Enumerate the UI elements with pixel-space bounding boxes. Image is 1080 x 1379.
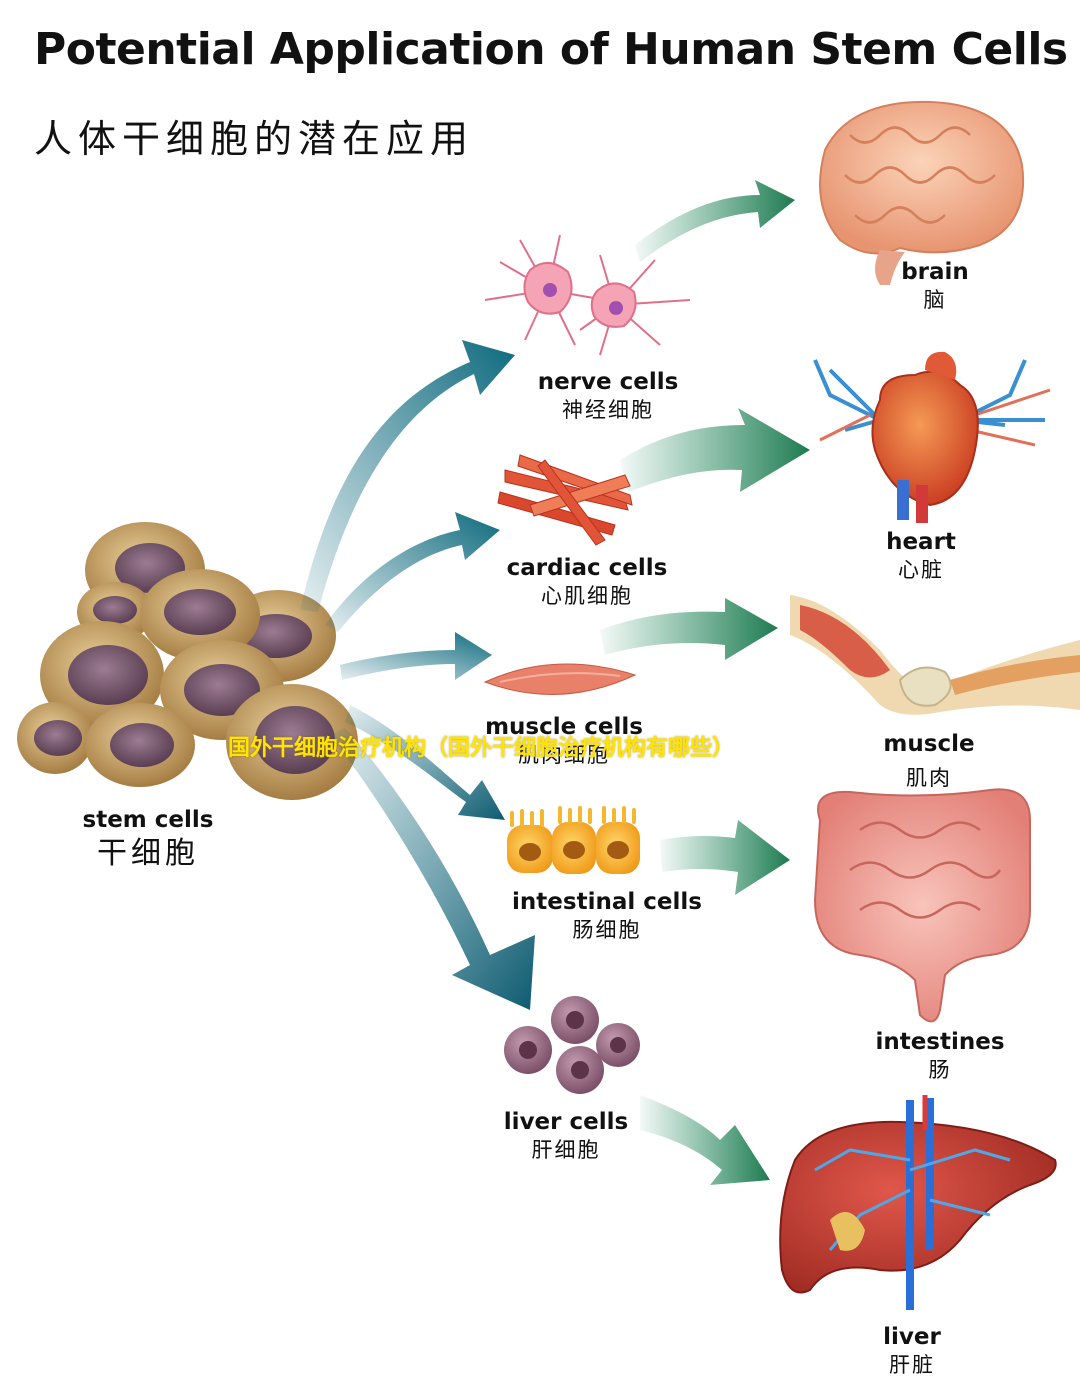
page-subtitle: 人体干细胞的潜在应用 [34,117,475,161]
cell-label-zh: 肌肉细胞 [517,743,610,767]
cell-label-en: muscle cells [485,714,643,740]
organ-label-zh: 肠 [928,1058,952,1082]
cell-label-zh: 肠细胞 [572,918,642,942]
cell-label-en: cardiac cells [506,555,668,581]
intestines-illustration [813,788,1031,1023]
nerve-cells-illustration [484,234,691,356]
muscle-cell-illustration [483,663,637,695]
organ-label-en: heart [886,529,956,555]
stem-cells-label: stem cells 干细胞 [83,806,214,874]
cell-label-en: liver cells [503,1109,629,1135]
watermark-text: 国外干细胞治疗机构（国外干细胞治疗机构有哪些） [228,736,735,761]
organ-label-intestines: intestines 肠 [875,1028,1004,1084]
organ-label-en: intestines [875,1029,1005,1055]
cell-label-en: intestinal cells [512,889,702,915]
organ-label-muscle: muscle 肌肉 [883,730,974,792]
cell-label-zh: 神经细胞 [561,398,654,422]
muscle-arm-illustration [790,595,1080,715]
cell-label-en: nerve cells [537,369,679,395]
stem-cells-label-en: stem cells [82,807,214,833]
cell-to-organ-arrows [600,180,810,1185]
organ-label-zh: 肝脏 [888,1353,935,1377]
liver-illustration [779,1095,1057,1310]
cell-label-intestinal: intestinal cells 肠细胞 [512,888,702,944]
organ-label-zh: 心脏 [898,558,944,582]
cell-label-muscle: muscle cells 肌肉细胞 [485,713,643,769]
cell-label-cardiac: cardiac cells 心肌细胞 [507,554,668,610]
page-title: Potential Application of Human Stem Cell… [34,24,1068,75]
organ-label-brain: brain 脑 [901,258,969,314]
cardiac-cells-illustration [497,454,633,546]
cell-label-zh: 心肌细胞 [540,584,633,608]
organ-label-en: liver [883,1324,941,1350]
stem-to-cell-arrows [300,340,535,1010]
organ-label-zh: 肌肉 [906,766,952,790]
organ-label-zh: 脑 [923,288,947,312]
heart-illustration [813,351,1051,523]
organ-label-liver: liver 肝脏 [883,1323,941,1379]
brain-illustration [819,100,1024,285]
intestinal-cells-illustration [507,806,640,874]
organ-label-en: brain [901,259,969,285]
stem-cells-illustration [17,522,358,800]
stem-cells-label-zh: 干细胞 [96,836,199,871]
organ-label-heart: heart 心脏 [886,528,956,584]
cell-label-nerve: nerve cells 神经细胞 [538,368,679,424]
liver-cells-illustration [504,996,640,1094]
cell-label-liver: liver cells 肝细胞 [504,1108,628,1164]
cell-label-zh: 肝细胞 [531,1138,601,1162]
organ-label-en: muscle [883,731,975,757]
